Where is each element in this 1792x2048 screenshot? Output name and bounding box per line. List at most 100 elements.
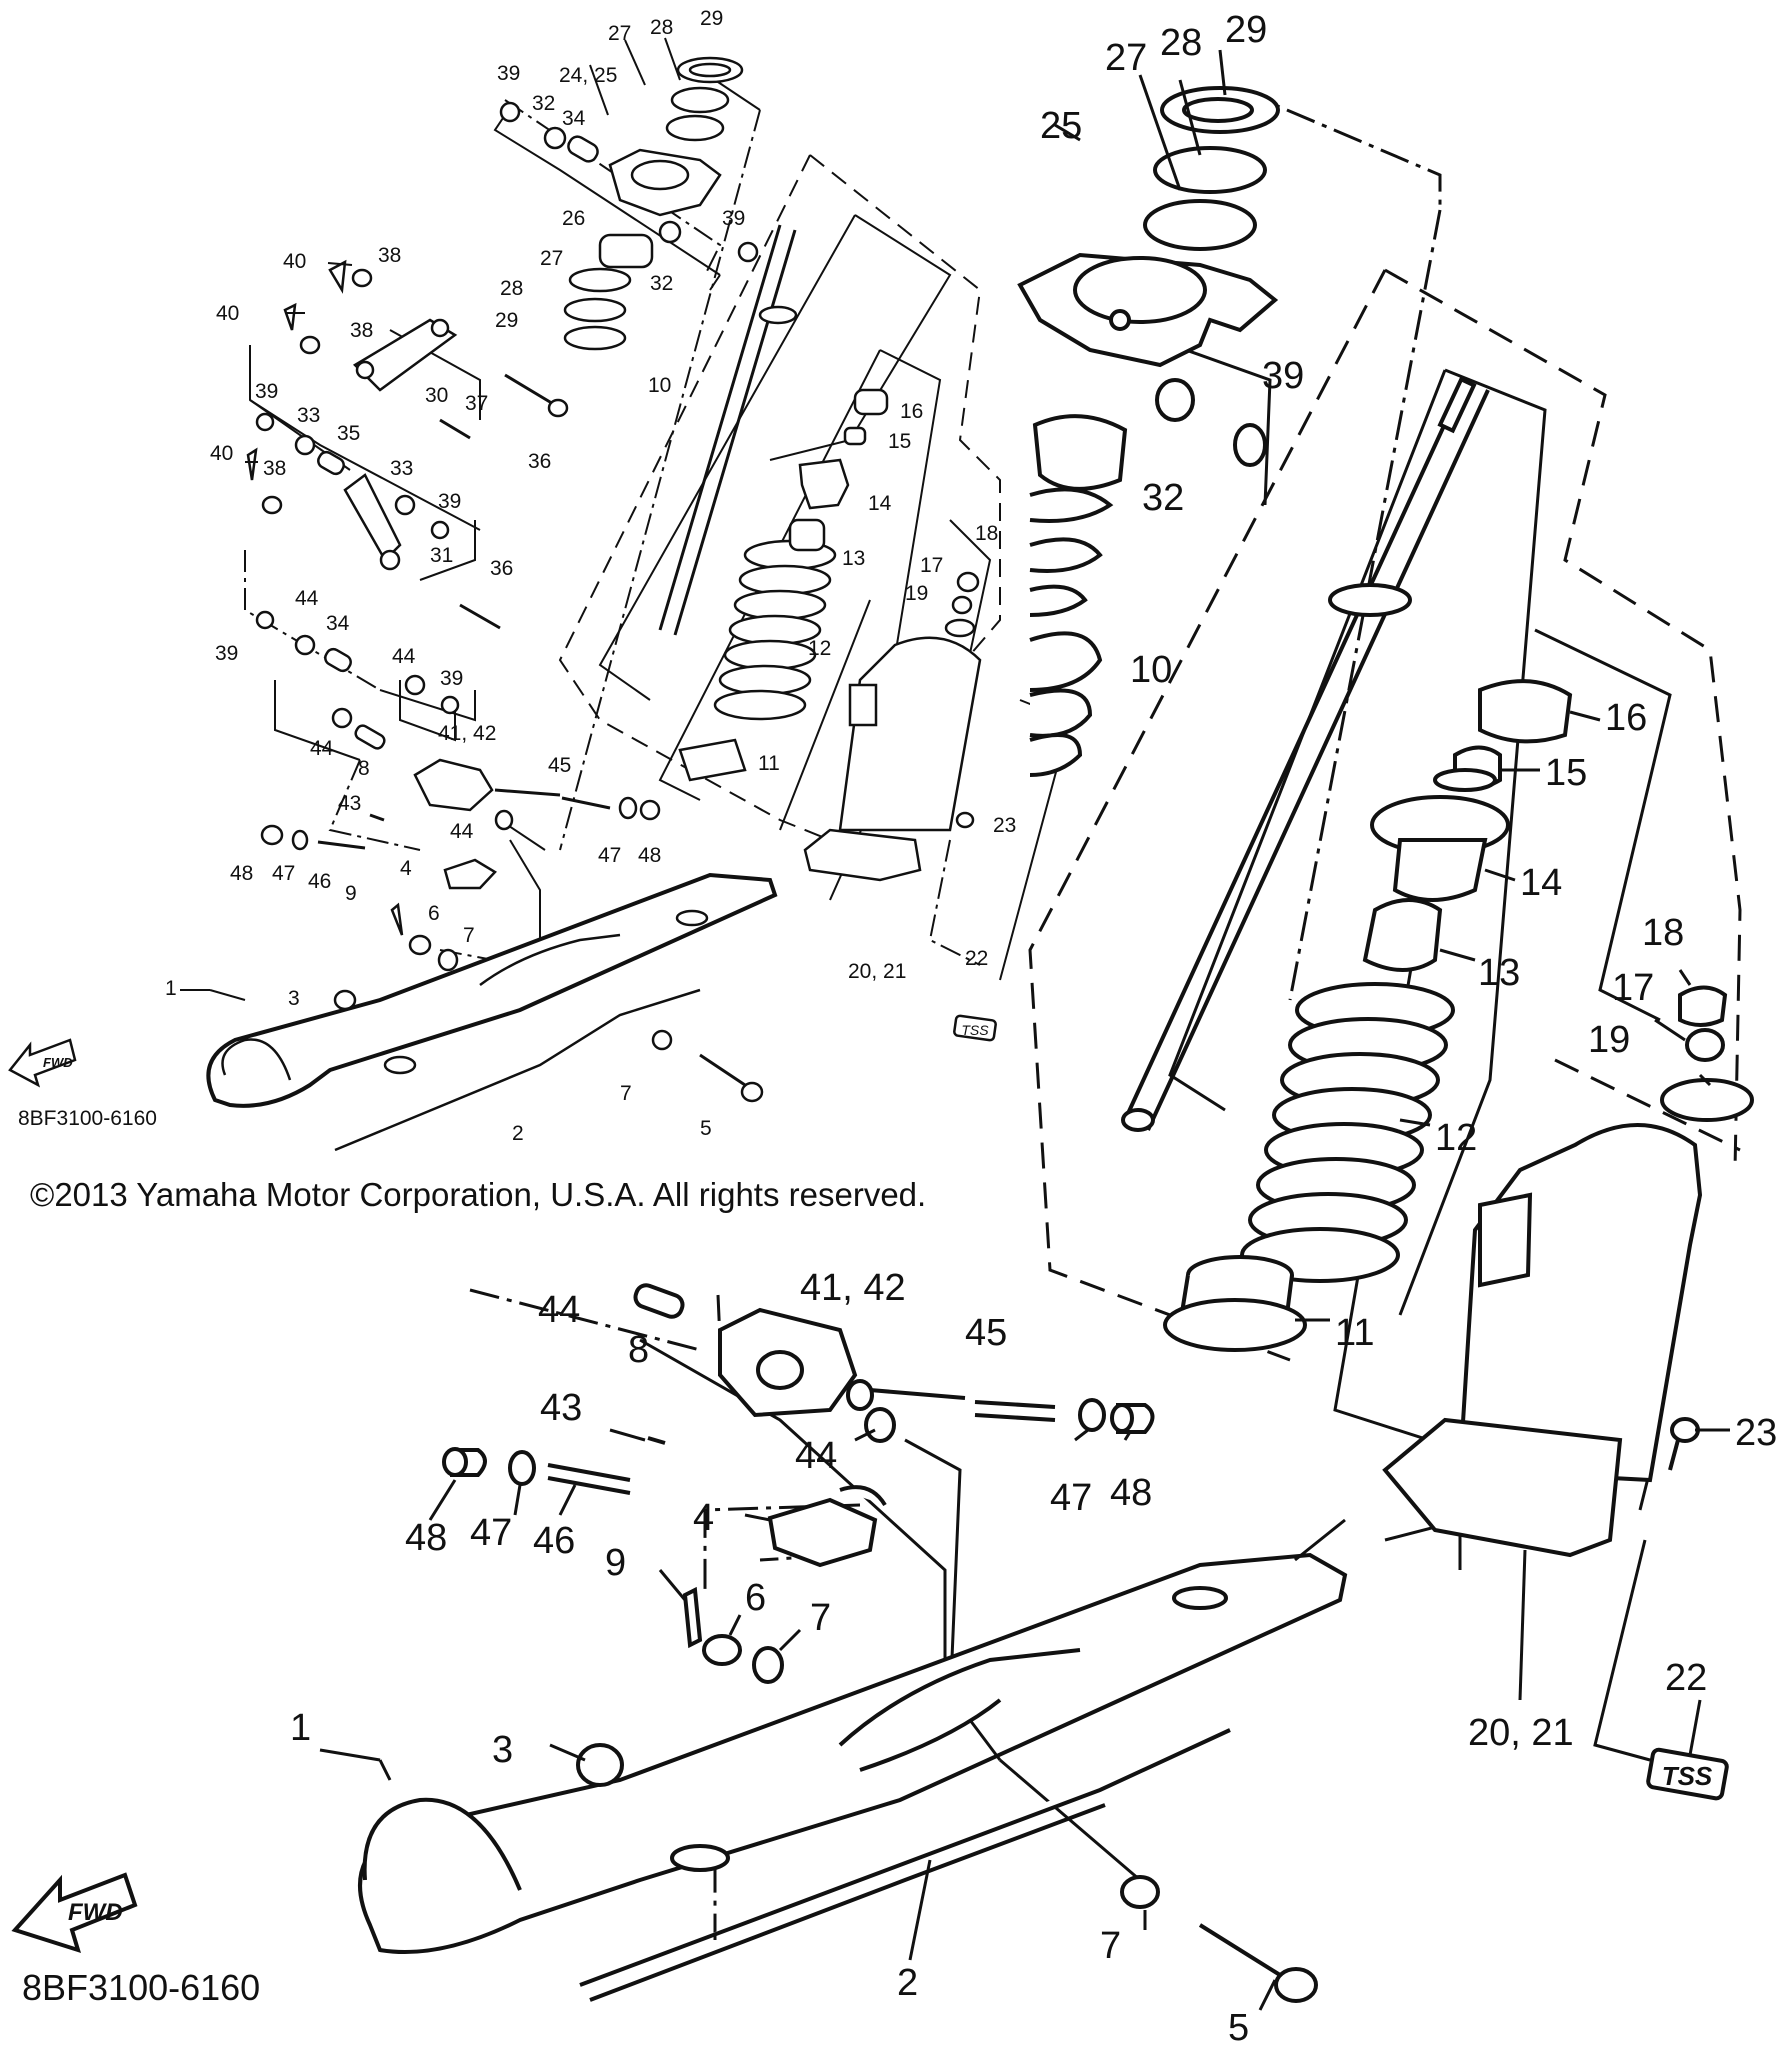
- bolt-5: [699, 1053, 746, 1087]
- bracket-line: [419, 520, 476, 581]
- pivot-rod-large: [869, 1388, 966, 1400]
- rod-collar: [758, 305, 798, 325]
- callout-6-large: 6: [745, 1577, 766, 1619]
- callout-14: 14: [868, 492, 892, 515]
- ski-1-large: [358, 1552, 1348, 1954]
- callout-48b-large: 48: [405, 1517, 447, 1559]
- seal-28-large: [1153, 146, 1267, 194]
- callout-4-large: 4: [693, 1497, 714, 1539]
- callout-8-large: 8: [628, 1329, 649, 1371]
- callout-10: 10: [648, 374, 671, 397]
- bracket-line: [1239, 88, 1442, 205]
- callout-44-large: 44: [538, 1289, 580, 1331]
- callout-46-large: 46: [533, 1520, 575, 1562]
- arm-hole: [379, 549, 401, 571]
- damper-body-20-21: [838, 636, 982, 832]
- valve-stem: [1668, 1439, 1680, 1471]
- rod-collar-large: [1328, 583, 1412, 617]
- bush-44b: [404, 674, 426, 696]
- callout-33: 33: [297, 404, 320, 427]
- nut-39f: [440, 695, 460, 715]
- callout-39d: 39: [438, 490, 461, 513]
- callout-40: 40: [283, 250, 306, 273]
- callout-30: 30: [425, 384, 448, 407]
- bump-13-large: [1362, 898, 1443, 972]
- callout-39c: 39: [255, 380, 278, 403]
- washer-47b-large: [508, 1450, 536, 1486]
- callout-37: 37: [465, 392, 488, 415]
- seal-partial: [1029, 487, 1114, 523]
- bolt-5-head-large: [1274, 1967, 1318, 2003]
- valve-23-large: [1670, 1417, 1700, 1443]
- callout-16-large: 16: [1605, 697, 1647, 739]
- callout-13: 13: [842, 547, 865, 570]
- callout-3: 3: [288, 987, 300, 1010]
- callout-9-large: 9: [605, 1542, 626, 1584]
- callout-40b: 40: [216, 302, 239, 325]
- callout-7-large: 7: [810, 1597, 831, 1639]
- callout-34: 34: [562, 107, 586, 130]
- callout-2: 2: [512, 1122, 524, 1145]
- spring-partial: [1029, 733, 1083, 777]
- callout-32-large: 32: [1142, 477, 1184, 519]
- bracket-line: [328, 759, 421, 851]
- shock-rod-10: [658, 224, 782, 631]
- washer-47-large: [1078, 1398, 1106, 1432]
- callout-25-large: 25: [1040, 105, 1082, 147]
- callout-29: 29: [700, 7, 723, 30]
- bolt-36b: [459, 603, 501, 630]
- arm-hole-large: [1109, 309, 1131, 331]
- ski-slot: [675, 909, 709, 927]
- link-hole: [430, 318, 450, 338]
- dashed-frame: [1384, 268, 1742, 1171]
- ski-slot: [383, 1055, 417, 1075]
- small-leaders: [180, 37, 681, 1001]
- bracket-line: [509, 839, 541, 960]
- nut-39c: [255, 412, 275, 432]
- seal-partial: [1029, 584, 1088, 617]
- seal-partial: [1029, 537, 1103, 573]
- bush-34b: [324, 647, 352, 673]
- bracket-line: [469, 1288, 701, 1352]
- seal-29-inner-large: [1182, 97, 1254, 123]
- damper-bracket-large: [1478, 1192, 1533, 1288]
- shaft-8-large: [633, 1283, 685, 1319]
- callout-32b: 32: [650, 272, 673, 295]
- spring-12-large: [1240, 982, 1455, 1283]
- damper-4-large: [767, 1497, 878, 1568]
- shock-rod-10-large: [1146, 389, 1490, 1131]
- bump-16-large: [1478, 679, 1573, 744]
- dashed-frame: [558, 154, 831, 841]
- callout-40c: 40: [210, 442, 233, 465]
- callout-27: 27: [608, 22, 631, 45]
- ski-slot-large: [1172, 1586, 1228, 1610]
- nut-39b: [737, 241, 759, 263]
- bush-44d: [494, 809, 514, 831]
- callout-48b: 48: [638, 844, 661, 867]
- cap-48: [639, 799, 661, 821]
- link-hole: [355, 360, 375, 380]
- callout-36b: 36: [490, 557, 513, 580]
- bush-32-large: [1155, 378, 1195, 422]
- bush-44-large: [864, 1407, 896, 1443]
- bracket-line: [379, 689, 476, 722]
- bracket-line: [1593, 1539, 1651, 1762]
- pivot-bore: [756, 1350, 804, 1390]
- callout-45: 45: [548, 754, 571, 777]
- callout-19: 19: [905, 582, 928, 605]
- callout-47-large: 47: [1050, 1477, 1092, 1519]
- nut-6-large: [702, 1634, 742, 1666]
- callout-16: 16: [900, 400, 923, 423]
- callout-26: 26: [562, 207, 585, 230]
- callout-11-large: 11: [1335, 1312, 1374, 1354]
- bolt-45-large: [974, 1400, 1056, 1409]
- arm-31: [343, 473, 402, 563]
- callout-22: 22: [965, 947, 988, 970]
- tss-badge-large: [1646, 1747, 1729, 1801]
- spring-partial: [1029, 631, 1103, 692]
- callout-13-large: 13: [1478, 952, 1520, 994]
- callout-12: 12: [808, 637, 831, 660]
- cap-48b: [260, 824, 284, 846]
- damper-base-large: [1382, 1417, 1623, 1558]
- spring-partial: [1029, 688, 1093, 738]
